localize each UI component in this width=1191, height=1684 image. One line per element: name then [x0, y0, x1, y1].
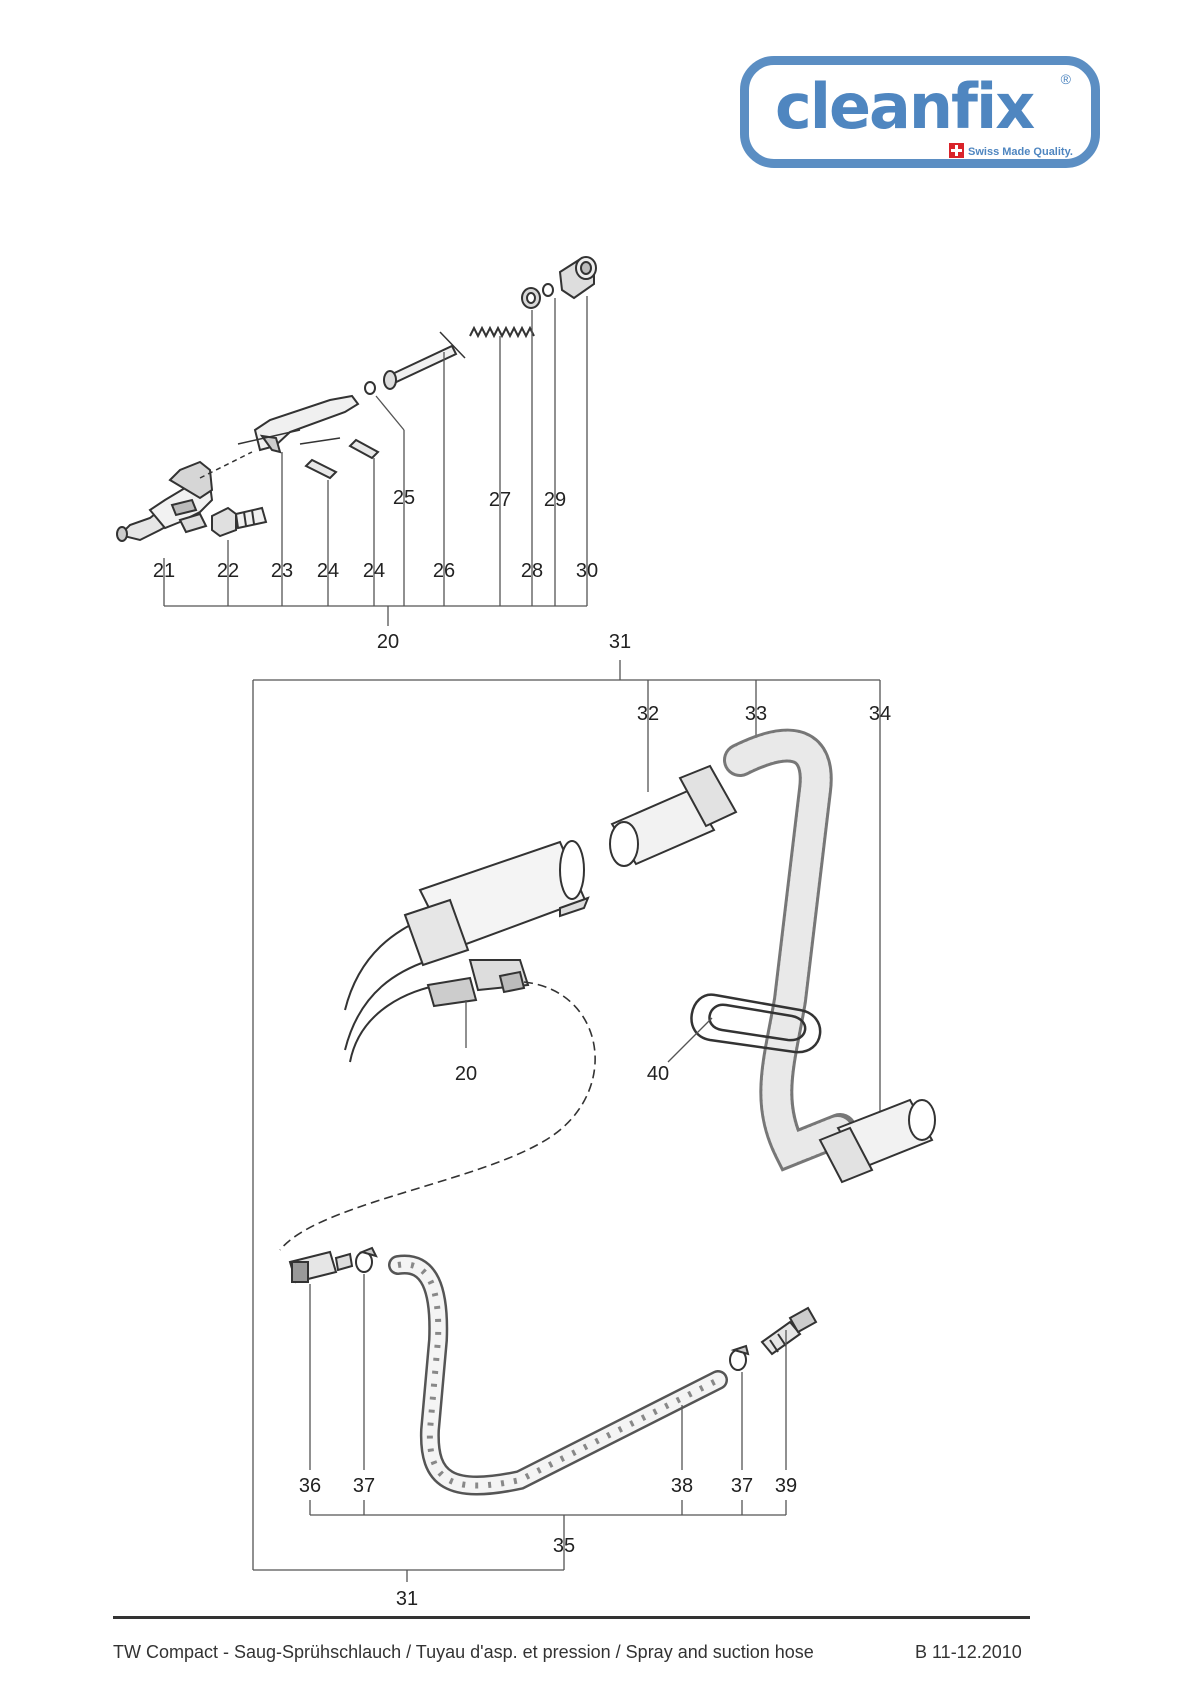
small-ring-part [365, 382, 375, 394]
label-28: 28 [521, 560, 543, 582]
label-21: 21 [153, 560, 175, 582]
hose-clamp-upper-part [356, 1248, 376, 1272]
label-31-upper: 31 [609, 631, 631, 653]
label-32: 32 [637, 703, 659, 725]
hose-nipple-part [762, 1308, 816, 1354]
label-36: 36 [299, 1475, 321, 1497]
footer-caption: TW Compact - Saug-Sprühschlauch / Tuyau … [113, 1642, 814, 1663]
label-34: 34 [869, 703, 891, 725]
label-29: 29 [544, 489, 566, 511]
hose-cuff-upper-part [610, 766, 736, 866]
suction-hose-drawing [610, 746, 935, 1182]
footer-rule [113, 1616, 1030, 1619]
label-22: 22 [217, 560, 239, 582]
label-20-lower: 20 [455, 1063, 477, 1085]
label-33: 33 [745, 703, 767, 725]
hose-cuff-lower-part [820, 1100, 935, 1182]
hex-fitting-part [212, 508, 266, 536]
label-35: 35 [553, 1535, 575, 1557]
label-31-lower: 31 [396, 1588, 418, 1610]
label-30: 30 [576, 560, 598, 582]
label-20-upper: 20 [377, 631, 399, 653]
label-24-second: 24 [363, 560, 385, 582]
pin-parts [300, 438, 378, 478]
hose-routing-dashed-line [280, 982, 595, 1250]
push-rod-part [384, 332, 465, 389]
label-27: 27 [489, 489, 511, 511]
label-25: 25 [393, 487, 415, 509]
label-38: 38 [671, 1475, 693, 1497]
cap-part [560, 257, 596, 298]
label-37-first: 37 [353, 1475, 375, 1497]
label-40: 40 [647, 1063, 669, 1085]
label-23: 23 [271, 560, 293, 582]
valve-body-part [117, 462, 212, 541]
label-37-second: 37 [731, 1475, 753, 1497]
label-39: 39 [775, 1475, 797, 1497]
washer-part [522, 288, 540, 308]
coupling-part [290, 1252, 352, 1282]
o-ring-part [543, 284, 553, 296]
lower-leader-lines [310, 1000, 786, 1530]
label-26: 26 [433, 560, 455, 582]
hose-clamp-lower-part [730, 1346, 748, 1370]
footer-document-code: B 11-12.2010 [915, 1642, 1022, 1663]
handle-assembly-drawing [117, 257, 596, 541]
spring-part [470, 328, 534, 336]
trigger-lever-part [200, 396, 358, 478]
label-24-first: 24 [317, 560, 339, 582]
spray-hose-drawing [290, 1248, 816, 1486]
